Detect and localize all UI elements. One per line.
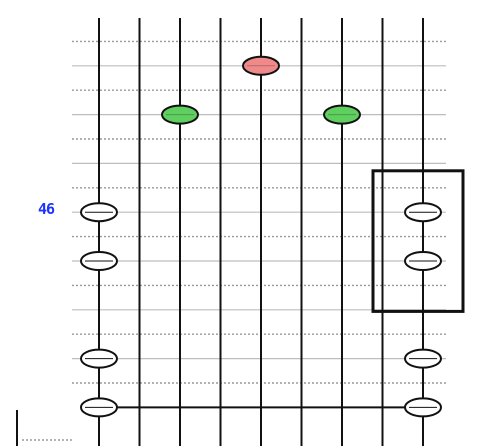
row-label: 46 bbox=[38, 200, 55, 219]
highlight-box bbox=[371, 169, 465, 313]
node-green-3 bbox=[323, 104, 361, 125]
node-red-1 bbox=[242, 55, 280, 76]
node-green-2 bbox=[161, 104, 199, 125]
